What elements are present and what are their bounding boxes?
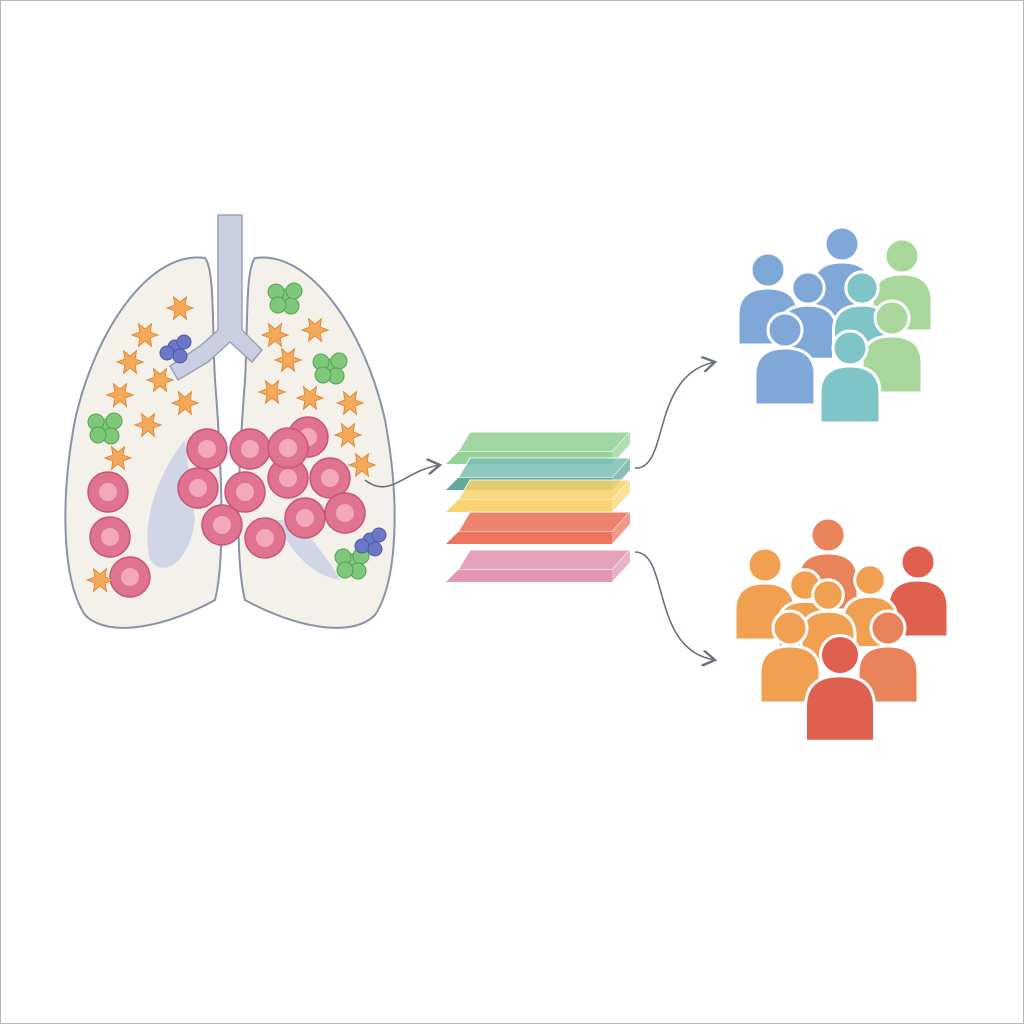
tumor-cell-nucleus: [189, 479, 207, 497]
person-bottom-9: [804, 633, 876, 743]
green-cell: [330, 352, 348, 370]
person-head: [899, 543, 937, 581]
blue-cell: [159, 345, 175, 361]
person-head: [831, 329, 869, 367]
arrow-lung-to-layers: [364, 465, 440, 488]
layer-5-front: [446, 570, 612, 582]
person-body: [804, 674, 876, 743]
arrow-to-bottom-group: [634, 551, 715, 660]
lung-cells: [85, 282, 387, 598]
green-cell: [336, 561, 354, 579]
tumor-cell-nucleus: [236, 483, 254, 501]
layer-4-top: [457, 511, 632, 533]
green-cell: [105, 412, 123, 430]
layer-4-side: [612, 512, 630, 544]
person-head: [818, 633, 862, 677]
person-top-8: [818, 329, 882, 425]
green-cell: [285, 282, 303, 300]
tumor-cell-nucleus: [101, 528, 119, 546]
vessel: [275, 520, 340, 580]
person-head: [853, 563, 887, 597]
green-cell: [269, 296, 287, 314]
tumor-cell-nucleus: [279, 469, 297, 487]
person-body: [753, 346, 817, 407]
blue-cell: [367, 541, 383, 557]
arrow-to-top-group: [634, 362, 715, 469]
lungs-illustration: [64, 214, 396, 629]
person-head: [811, 578, 845, 612]
tumor-cell-nucleus: [241, 440, 259, 458]
immune-cell: [170, 390, 200, 416]
green-cell: [314, 366, 332, 384]
tumor-cell-nucleus: [296, 509, 314, 527]
immune-cell: [145, 367, 175, 393]
immune-cell: [273, 347, 303, 373]
green-cell: [89, 426, 107, 444]
layer-2-top: [457, 457, 632, 479]
layer-1-top: [457, 431, 632, 453]
tumor-cell-nucleus: [213, 516, 231, 534]
immune-cell: [260, 322, 290, 348]
tumor-cell-nucleus: [321, 469, 339, 487]
immune-cell: [333, 422, 363, 448]
blue-cell: [176, 334, 192, 350]
immune-cell: [85, 567, 115, 593]
layer-5-top: [457, 549, 632, 571]
layer-4-front: [446, 532, 612, 544]
immune-cell: [165, 295, 195, 321]
tumor-cell-nucleus: [256, 529, 274, 547]
tumor-cell-nucleus: [279, 439, 297, 457]
person-bottom-8: [856, 609, 920, 705]
person-head: [883, 237, 921, 275]
trachea: [169, 214, 264, 382]
person-head: [809, 516, 847, 554]
patient-group-bottom: [733, 516, 950, 743]
immune-cell: [257, 379, 287, 405]
immune-cell: [300, 317, 330, 343]
person-head: [844, 270, 880, 306]
immune-cell: [335, 390, 365, 416]
tumor-cell-nucleus: [336, 504, 354, 522]
person-head: [823, 225, 861, 263]
layer-3-front: [446, 500, 612, 512]
vessels: [147, 440, 340, 580]
person-head: [766, 311, 804, 349]
tumor-cell-nucleus: [99, 483, 117, 501]
person-head: [790, 270, 826, 306]
layer-5-side: [612, 550, 630, 582]
person-head: [873, 299, 911, 337]
person-bottom-7: [758, 609, 822, 705]
person-top-7: [753, 311, 817, 407]
layer-3-side: [612, 480, 630, 512]
arrows: [364, 362, 715, 660]
immune-cell: [133, 412, 163, 438]
vessel: [147, 440, 195, 568]
immune-cell: [103, 445, 133, 471]
layer-3-top: [457, 479, 632, 501]
layer-1-side: [612, 432, 630, 464]
immune-cell: [295, 385, 325, 411]
immune-cell: [105, 382, 135, 408]
person-body: [818, 364, 882, 425]
blue-cell: [354, 538, 370, 554]
patient-group-top: [736, 225, 934, 425]
immune-cell: [130, 322, 160, 348]
tumor-cell-nucleus: [121, 568, 139, 586]
blue-cell: [371, 527, 387, 543]
person-head: [749, 251, 787, 289]
immune-cell: [347, 452, 377, 478]
tumor-cell-nucleus: [198, 440, 216, 458]
multi-omics-layer-stack: [446, 431, 632, 582]
immune-cell: [115, 349, 145, 375]
person-head: [746, 546, 784, 584]
person-head: [869, 609, 907, 647]
person-head: [771, 609, 809, 647]
blue-cell: [172, 348, 188, 364]
